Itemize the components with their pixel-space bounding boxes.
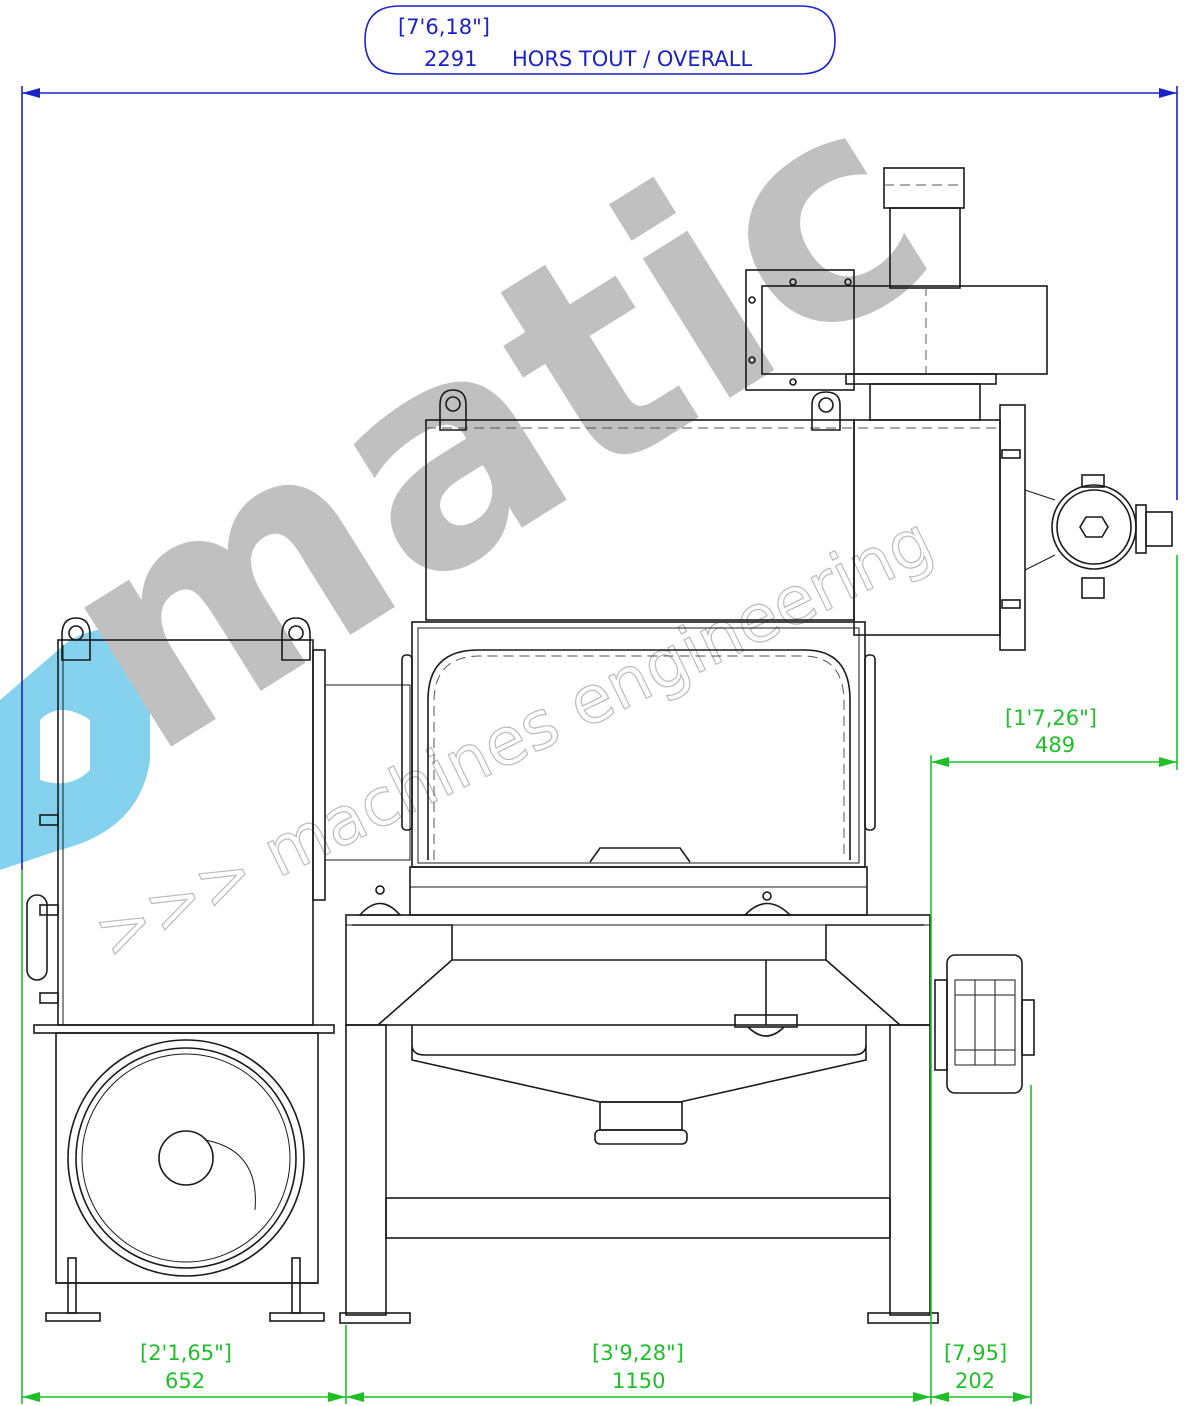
overall-dimension: [7'6,18"] 2291 HORS TOUT / OVERALL [21, 5, 1178, 870]
top-blower [745, 167, 1048, 421]
watermark-brand: matic [3, 27, 984, 821]
drum-hub [158, 1130, 214, 1186]
overall-arrow-left [22, 88, 40, 98]
overall-arrow-right [1159, 88, 1177, 98]
dimension-bottom: [2'1,65"] 652 [3'9,28"] 1150 [7,95] 202 [21, 870, 1032, 1404]
valve-hex-nut [1079, 516, 1109, 538]
inspection-window [427, 649, 851, 860]
discharge-cone [411, 1025, 867, 1103]
hopper-lifting-eye-1 [439, 389, 467, 431]
overall-imperial: [7'6,18"] [398, 15, 490, 39]
overall-label: HORS TOUT / OVERALL [512, 47, 752, 71]
dim-489-imperial: [1'7,26"] [1005, 706, 1097, 730]
watermark-blue-letter [0, 628, 150, 870]
side-motor [934, 954, 1035, 1094]
left-unit [26, 617, 411, 1322]
dim-1150-metric: 1150 [612, 1369, 665, 1393]
hopper-lifting-eye-2 [811, 391, 841, 431]
right-valve [1051, 474, 1173, 599]
overall-label-capsule [364, 5, 836, 75]
support-frame [339, 914, 939, 1324]
main-body [358, 621, 876, 916]
dim-652-imperial: [2'1,65"] [140, 1341, 232, 1365]
dimension-right-offset: [1'7,26"] 489 [930, 555, 1178, 1335]
drum-outer [67, 1039, 305, 1277]
dim-489-metric: 489 [1035, 733, 1075, 757]
dim-652-metric: 652 [165, 1369, 205, 1393]
overall-metric: 2291 [424, 47, 477, 71]
dim-202-imperial: [7,95] [944, 1341, 1007, 1365]
left-lifting-eye-2 [281, 617, 311, 661]
watermark: matic >>> machines engineering [0, 27, 984, 975]
left-lifting-eye-1 [61, 617, 91, 661]
dim-1150-imperial: [3'9,28"] [592, 1341, 684, 1365]
dim-202-metric: 202 [955, 1369, 995, 1393]
